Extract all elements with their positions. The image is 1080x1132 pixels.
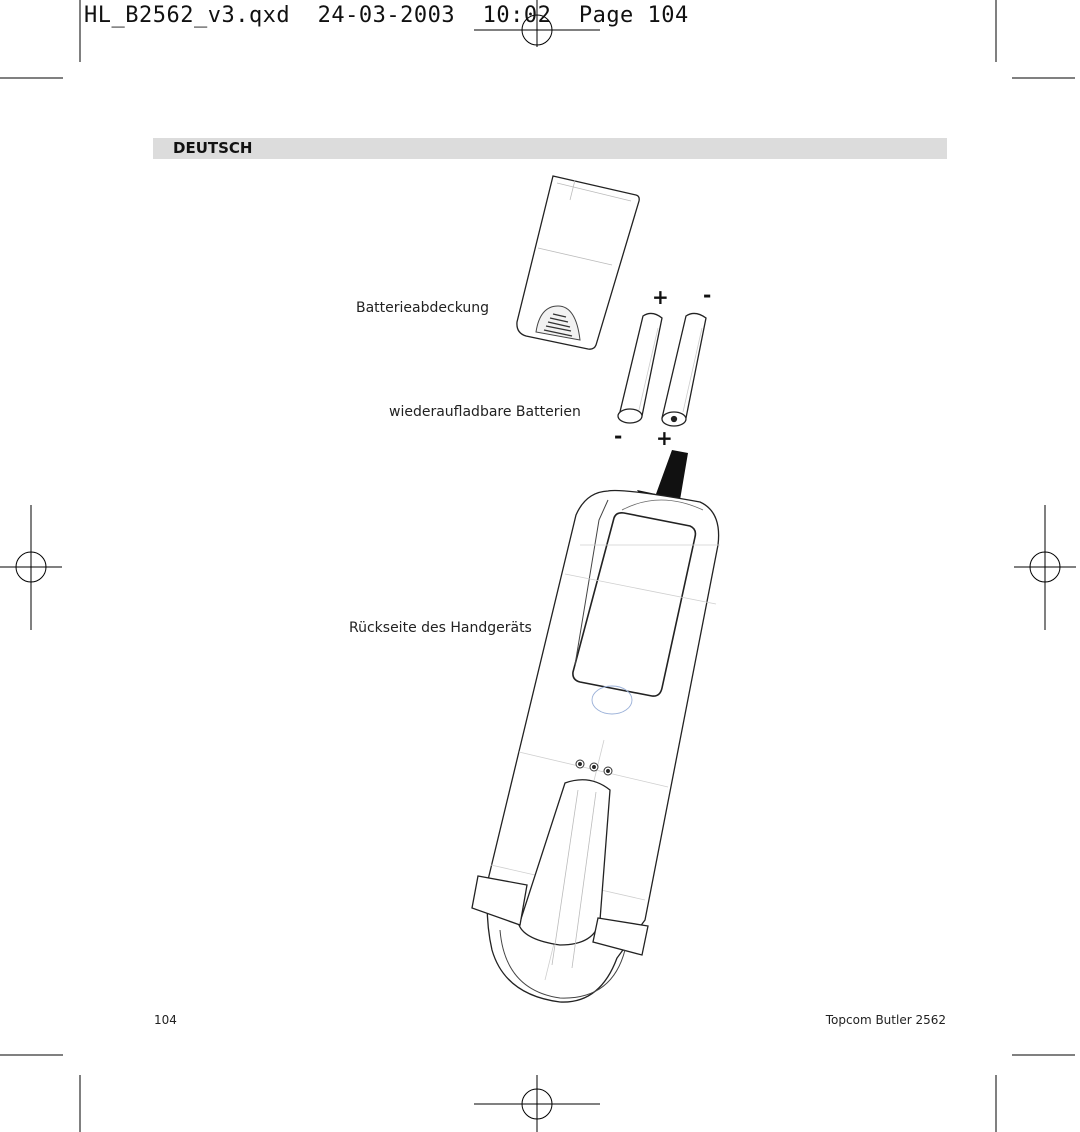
polarity-minus-top: - (703, 283, 712, 307)
section-title: DEUTSCH (173, 139, 253, 157)
rechargeable-batteries-label: wiederaufladbare Batterien (389, 404, 581, 420)
footer-product-name: Topcom Butler 2562 (825, 1013, 946, 1027)
print-slug: HL_B2562_v3.qxd 24-03-2003 10:02 Page 10… (84, 3, 689, 28)
polarity-plus-bottom: + (656, 426, 673, 450)
battery-cover-label: Batterieabdeckung (356, 300, 490, 316)
battery-right-illustration (661, 312, 707, 427)
polarity-minus-bottom: - (614, 424, 623, 448)
battery-left-illustration (617, 312, 663, 424)
battery-cover-illustration (516, 175, 640, 350)
page-number: 104 (154, 1013, 177, 1027)
registration-mark-icon (0, 505, 62, 630)
handset-back-illustration (471, 489, 720, 1003)
polarity-plus-top: + (652, 285, 669, 309)
registration-mark-icon (1014, 505, 1076, 630)
registration-mark-icon (474, 1075, 600, 1132)
section-header-bar: DEUTSCH (153, 138, 947, 159)
handset-back-label: Rückseite des Handgeräts (349, 620, 532, 636)
registration-mark-icon (474, 0, 600, 47)
